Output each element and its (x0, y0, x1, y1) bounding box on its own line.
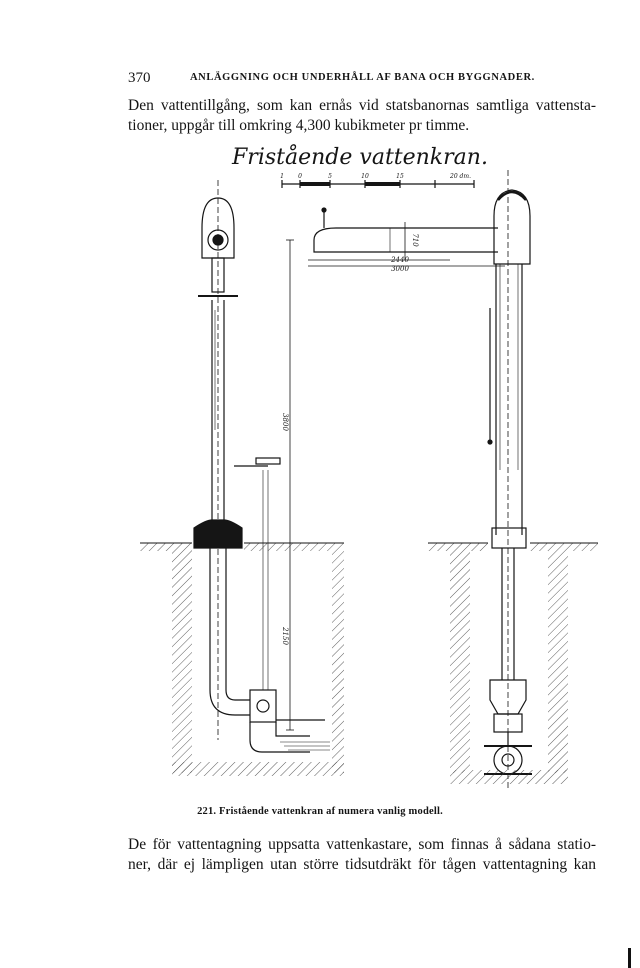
paragraph-line: De för vattentagning uppsatta vattenkast… (128, 836, 596, 853)
dimension-depth-pit: 2150 (281, 626, 289, 645)
dimension-labels: 2440 3000 710 3800 2150 (281, 233, 419, 645)
drawing-title: Fristående vattenkran. (231, 143, 488, 170)
dimension-height-total: 3800 (281, 413, 289, 431)
scale-labels: 1 0 5 10 15 20 dm. (280, 173, 471, 180)
dimension-reach-2: 3000 (391, 265, 409, 273)
scale-label: 5 (328, 173, 332, 180)
page-number: 370 (128, 70, 151, 86)
scale-label: 20 dm. (449, 173, 471, 180)
scale-label: 15 (396, 173, 404, 180)
paragraph-top: Den vattentillgång, som kan ernås vid st… (128, 96, 596, 136)
pit-right (428, 542, 598, 784)
paragraph-line: tioner, uppgår till omkring 4,300 kubikm… (128, 117, 470, 134)
pit-left (140, 542, 344, 776)
margin-mark (628, 948, 631, 968)
scale-bar (281, 180, 475, 188)
scale-label: 1 (280, 173, 284, 180)
figure-caption: 221. Fristående vattenkran af numera van… (197, 806, 443, 817)
side-elevation (193, 180, 330, 753)
scale-label: 0 (298, 173, 302, 180)
scale-label: 10 (361, 173, 369, 180)
running-title: ANLÄGGNING OCH UNDERHÅLL AF BANA OCH BYG… (190, 72, 535, 83)
page-header: 370 ANLÄGGNING OCH UNDERHÅLL AF BANA OCH… (128, 70, 600, 88)
paragraph-bottom: De för vattentagning uppsatta vattenkast… (128, 835, 596, 875)
technical-drawing: Fristående vattenkran. 1 0 5 10 15 20 dm… (110, 140, 600, 800)
dimension-height-arm: 710 (411, 233, 419, 247)
paragraph-line: Den vattentillgång, som kan ernås vid st… (128, 97, 596, 114)
dimension-reach-1: 2440 (390, 256, 409, 264)
paragraph-line: ner, där ej lämpligen utan större tidsut… (128, 856, 596, 873)
front-elevation (313, 170, 532, 790)
dimension-lines (286, 222, 505, 731)
